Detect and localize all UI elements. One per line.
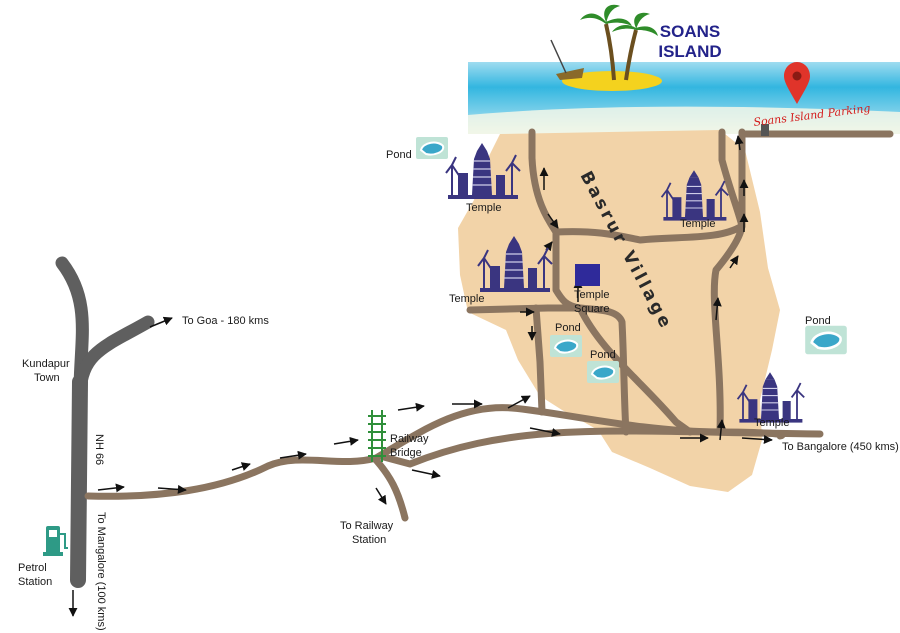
kundapur-label-2: Town [34,372,60,384]
map-pin-icon [784,62,810,104]
pond-label: Pond [590,349,616,361]
palm-tree-icon [580,4,658,36]
temple-label: Temple [680,218,715,230]
arrow-icon [529,427,561,437]
petrol-label-2: Station [18,576,52,588]
highway-nh66 [55,256,155,588]
arrow-icon [716,419,726,441]
petrol-label-1: Petrol [18,562,47,574]
temple-square-marker [575,264,600,286]
arrow-icon [507,395,531,409]
arrows [68,135,773,617]
arrow-icon [333,436,359,446]
arrow-icon [411,469,441,479]
arrow-icon [97,483,125,493]
arrow-icon [729,255,739,269]
arrow-icon [375,487,387,505]
railway-track-icon [368,410,386,462]
village-roads [84,128,894,522]
arrow-icon [734,135,744,151]
temple-label: Temple [449,293,484,305]
arrow-icon [231,462,251,471]
arrow-icon [712,297,722,321]
parking-marker [761,124,769,136]
to-goa-label: To Goa - 180 kms [182,315,269,327]
pond-icon [549,334,583,358]
arrow-icon [397,402,425,412]
nh66-label: NH 66 [93,434,105,465]
to-mangalore-label: To Mangalore (100 kms) [95,512,107,631]
pond-icon [803,324,849,356]
railway-bridge-label-2: Bridge [390,447,422,459]
petrol-pump-icon [43,526,68,556]
island [550,4,662,91]
pond-label: Pond [386,149,412,161]
to-railway-station-label-2: Station [352,534,386,546]
kundapur-label-1: Kundapur [22,358,70,370]
sea [468,62,900,134]
arrow-icon [279,450,307,460]
to-railway-station-label-1: To Railway [340,520,394,532]
temple-square-label-1: Temple [574,289,609,301]
arrow-icon [741,434,773,444]
arrow-icon [157,484,187,494]
to-bangalore-label: To Bangalore (450 kms) [782,441,899,453]
pond-icon [415,136,449,160]
pond-label: Pond [555,322,581,334]
temple-label: Temple [466,202,501,214]
title-line-2: ISLAND [658,42,721,61]
pond-icon [586,360,620,384]
arrow-icon [149,316,173,328]
title-line-1: SOANS [660,22,720,41]
arrow-icon [547,213,559,229]
boat-icon [550,39,584,80]
pond-label: Pond [805,315,831,327]
temple-label: Temple [754,417,789,429]
railway-bridge-label-1: Railway [390,433,429,445]
temple-square-label-2: Square [574,303,609,315]
